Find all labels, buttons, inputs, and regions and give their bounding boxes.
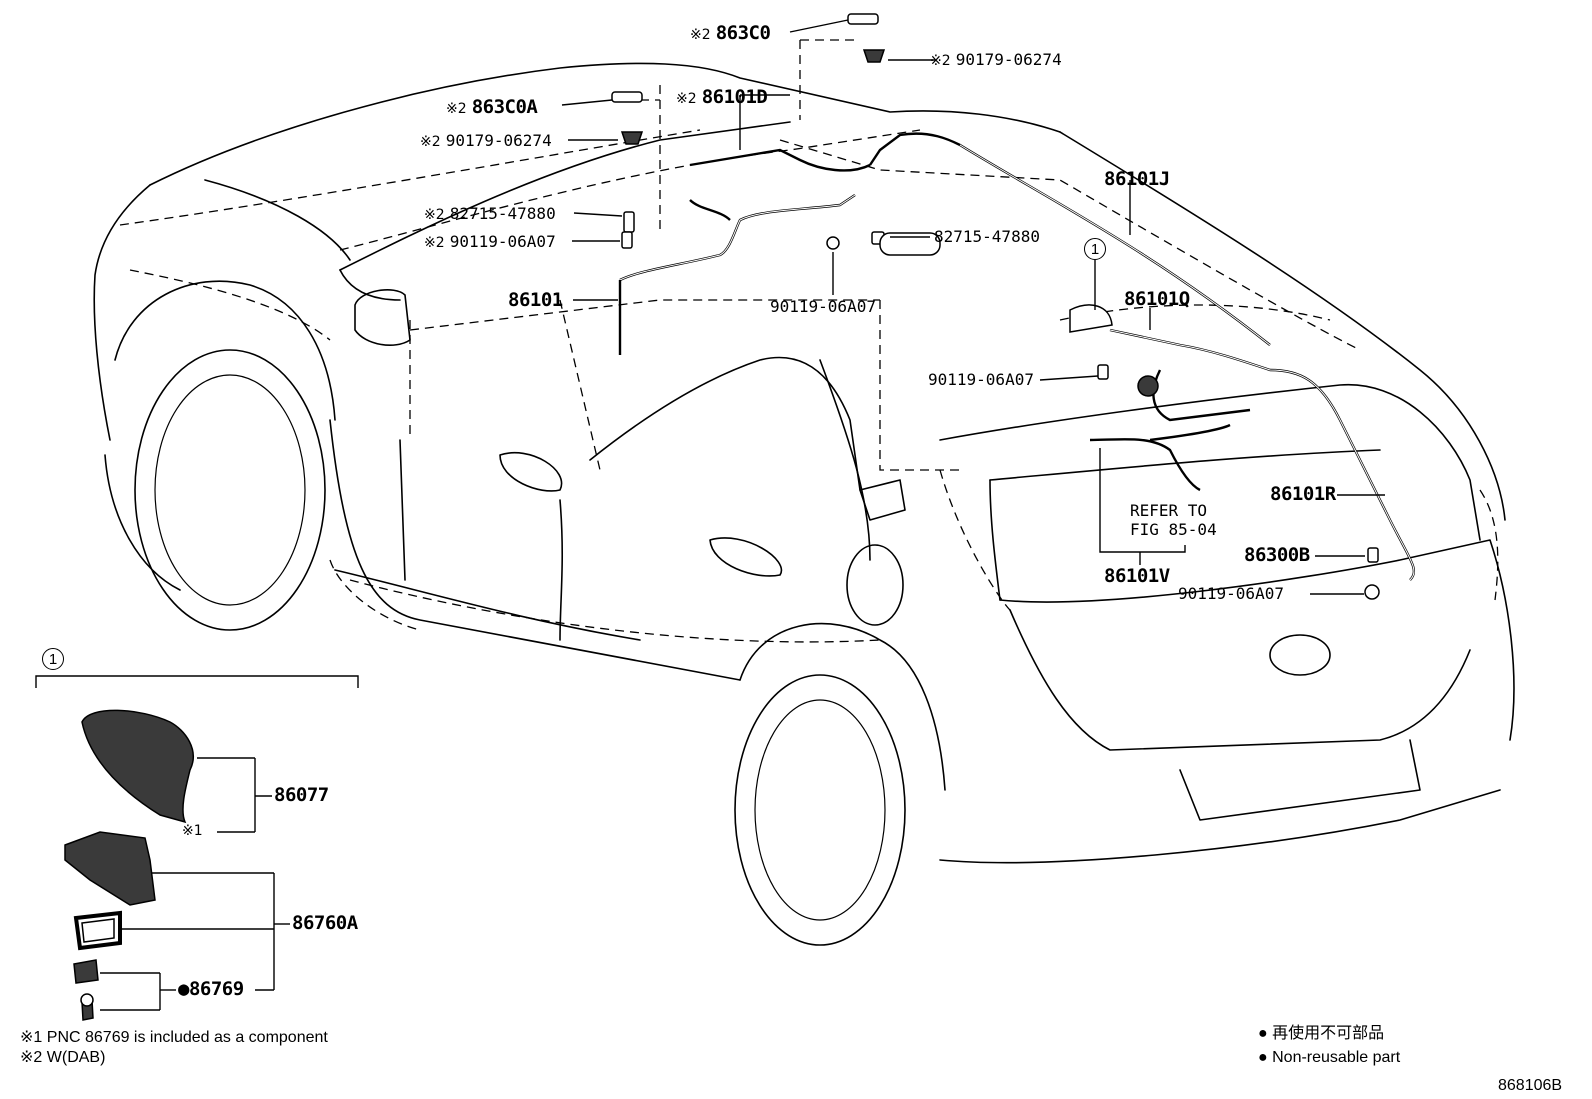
part-number: 82715-47880 <box>449 204 556 223</box>
part-number: 863C0 <box>715 22 771 44</box>
figure-code: 868106B <box>1498 1077 1563 1094</box>
footnote-text: W(DAB) <box>46 1049 106 1066</box>
callout-90119-mid: 90119-06A07 <box>770 297 876 316</box>
part-symbols <box>611 13 1380 600</box>
callout-86101V: 86101V <box>1104 565 1170 587</box>
callout-82715-left: ※2 82715-47880 <box>424 204 556 223</box>
antenna-cables <box>618 132 1416 581</box>
callout-90179-left: ※2 90179-06274 <box>420 131 552 150</box>
asterisk-mark: ※2 <box>446 101 467 117</box>
part-number: 90179-06274 <box>955 50 1062 69</box>
callout-86101J: 86101J <box>1104 168 1170 190</box>
footnote-2: ※2 W(DAB) <box>20 1050 105 1066</box>
callout-refer-line2: FIG 85-04 <box>1130 520 1217 539</box>
asterisk1-mark: ※1 <box>182 823 203 839</box>
asterisk-mark: ※2 <box>424 207 445 223</box>
bullet-mark: ● <box>178 978 189 1000</box>
callout-86760A: 86760A <box>292 912 358 934</box>
callout-90119-right: 90119-06A07 <box>928 370 1034 389</box>
callout-863C0: ※2 863C0 <box>690 22 771 44</box>
asterisk-mark: ※2 <box>20 1049 43 1066</box>
callout-86769: ●86769 <box>178 980 244 999</box>
asterisk-mark: ※1 <box>20 1029 43 1046</box>
callout-86101D: ※2 86101D <box>676 86 768 108</box>
detail-circle: 1 <box>42 648 64 670</box>
asterisk-mark: ※2 <box>420 134 441 150</box>
legend-text: Non-reusable part <box>1272 1049 1401 1066</box>
callout-86101Q: 86101Q <box>1124 288 1190 310</box>
asterisk-mark: ※2 <box>930 53 951 69</box>
callout-refer-line1: REFER TO <box>1130 501 1208 520</box>
bullet-mark: ● <box>1258 1049 1268 1066</box>
asterisk-mark: ※2 <box>676 91 697 107</box>
callout-90119-low: 90119-06A07 <box>1178 584 1284 603</box>
callout-90119-left: ※2 90119-06A07 <box>424 232 556 251</box>
callout-86300B: 86300B <box>1244 544 1310 566</box>
part-number: 86101D <box>701 86 768 108</box>
part-number: 90119-06A07 <box>449 232 556 251</box>
footnote-text: PNC 86769 is included as a component <box>46 1029 328 1046</box>
legend-japanese: ● 再使用不可部品 <box>1258 1026 1384 1042</box>
callout-90179-top: ※2 90179-06274 <box>930 50 1062 69</box>
asterisk-mark: ※2 <box>424 235 445 251</box>
asterisk-mark: ※2 <box>690 27 711 43</box>
legend-english: ● Non-reusable part <box>1258 1050 1400 1066</box>
legend-text: 再使用不可部品 <box>1272 1025 1385 1042</box>
leader-lines <box>35 19 1385 1011</box>
detail-parts <box>64 709 194 1021</box>
part-number: 90179-06274 <box>445 131 552 150</box>
callout-86101: 86101 <box>508 289 563 311</box>
bullet-mark: ● <box>1258 1025 1268 1042</box>
callout-82715-right: 82715-47880 <box>934 227 1040 246</box>
reference-circle: 1 <box>1084 238 1106 260</box>
callout-863C0A: ※2 863C0A <box>446 96 538 118</box>
callout-86101R: 86101R <box>1270 483 1336 505</box>
part-number: 863C0A <box>471 96 538 118</box>
footnote-1: ※1 PNC 86769 is included as a component <box>20 1030 328 1046</box>
callout-86077: 86077 <box>274 784 329 806</box>
part-number: 86769 <box>188 978 244 1000</box>
